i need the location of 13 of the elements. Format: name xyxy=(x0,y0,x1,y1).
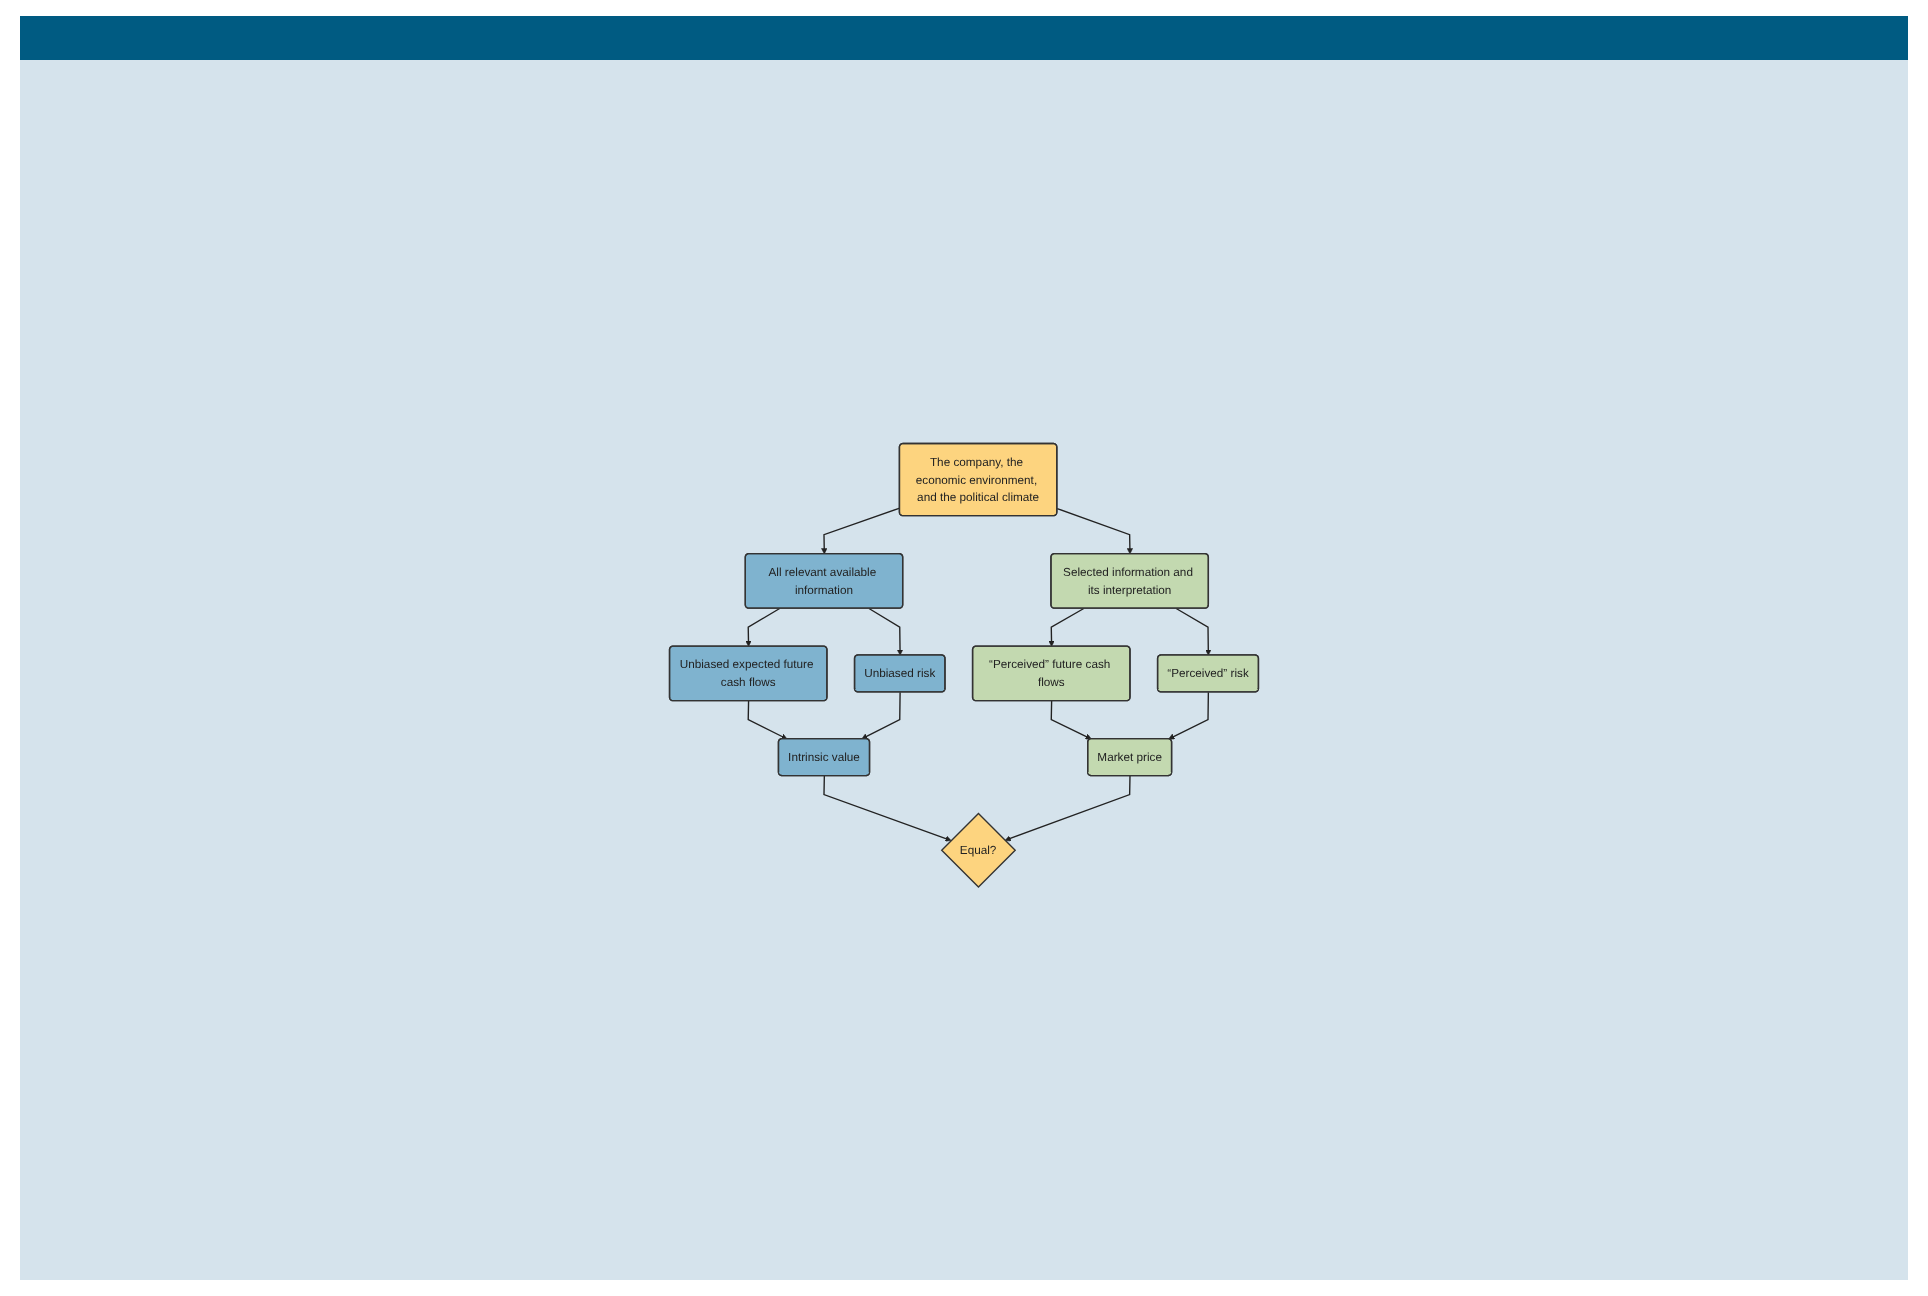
arrow xyxy=(1050,700,1092,740)
arrow xyxy=(747,700,788,739)
arrow xyxy=(1004,774,1131,842)
arrow xyxy=(861,691,901,739)
arrow xyxy=(1175,607,1212,656)
arrow xyxy=(1048,607,1085,647)
arrow xyxy=(745,607,781,647)
arrow xyxy=(1168,691,1210,739)
node-diamond xyxy=(940,812,1017,888)
arrow xyxy=(823,774,952,842)
arrow xyxy=(821,507,901,554)
arrow xyxy=(868,607,904,656)
arrow xyxy=(1056,507,1133,554)
